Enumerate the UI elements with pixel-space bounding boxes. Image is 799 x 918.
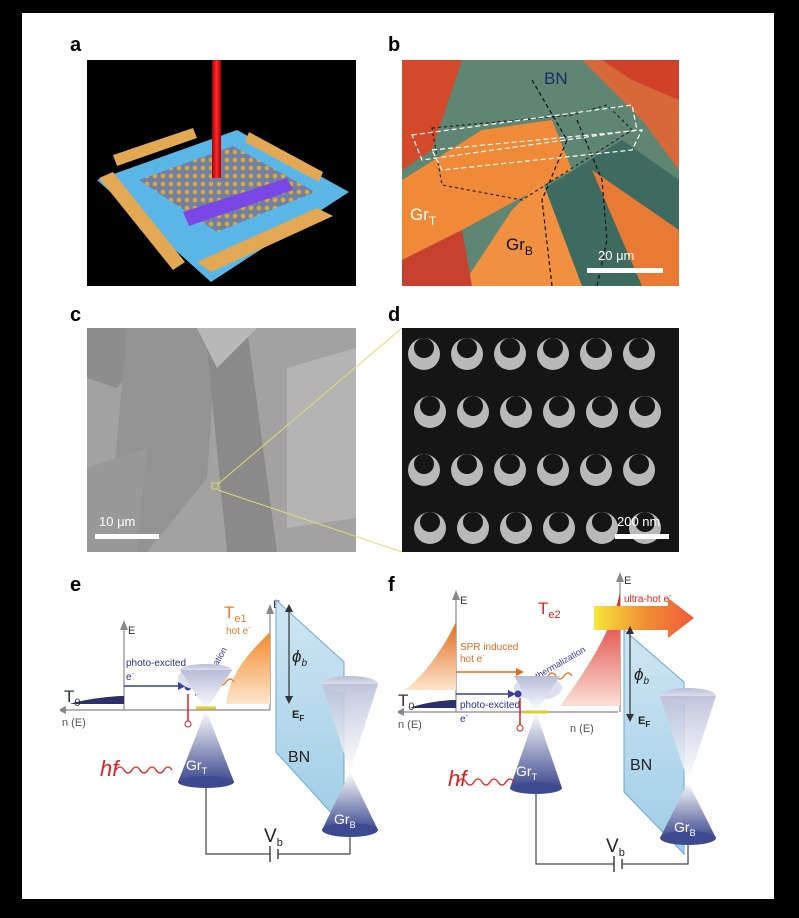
photo-e-label: e- [126, 671, 135, 683]
scale-bar [615, 534, 669, 539]
ef-label: EF [292, 709, 304, 723]
crescent-particle [457, 512, 489, 544]
panel-label-f: f [388, 574, 395, 596]
scale-bar-label: 200 nm [617, 514, 661, 529]
crescent-particle [543, 396, 575, 428]
e-axis-label: E [460, 595, 467, 607]
crescent-particle [586, 396, 618, 428]
phi-label: ϕb [634, 665, 649, 687]
crescent-particle [494, 454, 526, 486]
electrode-top-right [245, 132, 323, 182]
sem-overview-panel: 10 μm [87, 328, 356, 552]
phi-label: ϕb [292, 647, 307, 669]
scale-bar [587, 268, 663, 273]
panel-label-a: a [70, 34, 82, 56]
e-axis-label-2: E [624, 575, 631, 587]
panel-label-b: b [388, 34, 401, 56]
te1-label: Te1 [224, 603, 247, 625]
photo-e-label: e- [460, 713, 469, 725]
crescent-particle [414, 512, 446, 544]
grt-label: GrT [516, 763, 538, 782]
vb-label: Vb [264, 826, 283, 849]
scale-bar [95, 534, 159, 539]
electrode-bottom [197, 208, 333, 272]
crescent-particle [457, 396, 489, 428]
electrode-left [99, 172, 185, 270]
band-diagram-f: E n (E) T0 SPR induced hot e- photo-exci… [398, 572, 738, 872]
bn-label: BN [630, 757, 652, 774]
crescent-particle [408, 338, 440, 370]
bottom-graphene [183, 178, 293, 226]
n-axis-label: n (E) [62, 717, 86, 729]
bn-label: BN [544, 69, 568, 88]
hot-e-label: hot e- [226, 625, 251, 637]
grb-label: GrB [674, 819, 696, 838]
laser-beam [212, 60, 221, 178]
spr-hot-label: hot e- [460, 653, 485, 665]
grb-label: GrB [506, 235, 533, 258]
ef-label: EF [638, 715, 650, 729]
thermalization-label: thermalization [534, 644, 588, 681]
crescent-particle [629, 396, 661, 428]
hf-label: hf [448, 766, 469, 791]
crescent-particle [623, 454, 655, 486]
t0-label: T0 [398, 691, 415, 713]
crescent-particle [500, 396, 532, 428]
e-axis-label: E [128, 625, 135, 637]
device-render-panel [87, 60, 356, 286]
photo-excited-label: photo-excited [126, 658, 186, 669]
scale-bar-label: 20 μm [598, 248, 635, 263]
panel-label-e: e [70, 574, 82, 596]
crescent-particle [537, 338, 569, 370]
photo-excited-label: photo-excited [460, 700, 520, 711]
crescent-particle [543, 512, 575, 544]
scale-bar-label: 10 μm [99, 514, 136, 529]
crescent-particle [451, 454, 483, 486]
hf-label: hf [100, 756, 121, 781]
vb-label: Vb [606, 836, 625, 859]
electrode-top-left [113, 128, 197, 166]
optical-micrograph-panel: BN GrT GrB 20 μm [402, 60, 679, 286]
te2-label: Te2 [538, 599, 561, 621]
crescent-particle [494, 338, 526, 370]
bn-label: BN [288, 749, 310, 766]
grb-label: GrB [334, 811, 356, 830]
panel-label-d: d [388, 304, 401, 326]
crescent-particle [500, 512, 532, 544]
crescent-particle [623, 338, 655, 370]
crescent-particle [537, 454, 569, 486]
spr-label: SPR induced [460, 642, 518, 653]
ultra-hot-label: ultra-hot e- [624, 593, 672, 605]
grt-label: GrT [410, 205, 437, 228]
crescent-particle [580, 338, 612, 370]
t0-label: T0 [64, 687, 81, 709]
crescent-particle [451, 338, 483, 370]
crescent-particle [408, 454, 440, 486]
band-diagram-e: E n (E) T0 photo-excited e- thermalizati… [60, 592, 390, 872]
lattice-sheet [139, 146, 315, 232]
crescent-particle [414, 396, 446, 428]
crescent-particle [586, 512, 618, 544]
grt-label: GrT [186, 757, 208, 776]
n-axis-label: n (E) [398, 719, 422, 731]
sem-crescent-panel: 200 nm [402, 328, 679, 552]
panel-label-c: c [70, 304, 82, 326]
n-axis-label-2: n (E) [570, 723, 594, 735]
crescent-particle [580, 454, 612, 486]
